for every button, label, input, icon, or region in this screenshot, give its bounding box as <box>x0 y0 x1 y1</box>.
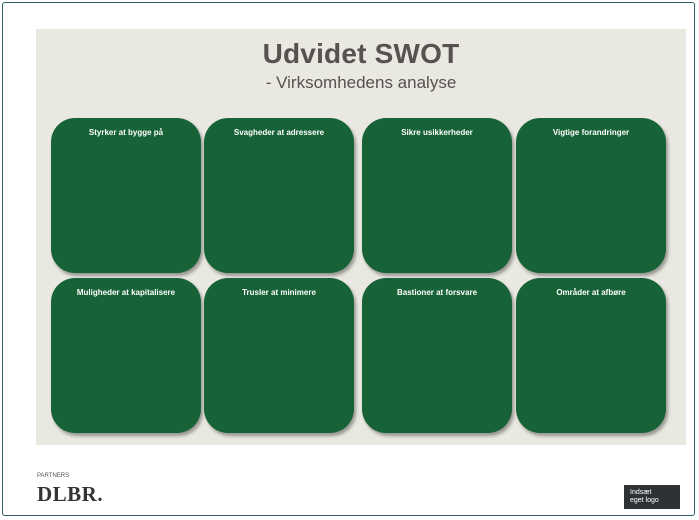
box-label: Sikre usikkerheder <box>401 128 473 137</box>
logo-placeholder-line2: eget logo <box>630 497 659 504</box>
swot-box-svagheder: Svagheder at adressere <box>204 118 354 273</box>
swot-box-muligheder: Muligheder at kapitalisere <box>51 278 201 433</box>
box-label: Områder at afbøre <box>556 288 626 297</box>
swot-box-styrker: Styrker at bygge på <box>51 118 201 273</box>
box-label: Svagheder at adressere <box>233 128 325 137</box>
swot-box-vigtige-forandringer: Vigtige forandringer <box>516 118 666 273</box>
dlbr-logo: DLBR. <box>37 482 104 506</box>
logo-placeholder: Indsæt eget logo <box>624 485 680 509</box>
slide-frame: Udvidet SWOT - Virksomhedens analyse Sty… <box>2 2 695 516</box>
box-label: Styrker at bygge på <box>88 128 164 137</box>
logo-placeholder-line1: Indsæt <box>630 489 652 496</box>
swot-box-sikre-usikkerheder: Sikre usikkerheder <box>362 118 512 273</box>
box-label: Bastioner at forsvare <box>396 288 478 297</box>
swot-box-omraader: Områder at afbøre <box>516 278 666 433</box>
box-label: Trusler at minimere <box>242 288 316 297</box>
box-label: Muligheder at kapitalisere <box>76 288 176 297</box>
slide-canvas: Udvidet SWOT - Virksomhedens analyse Sty… <box>36 29 686 445</box>
swot-box-bastioner: Bastioner at forsvare <box>362 278 512 433</box>
logo-caption: PARTNERS <box>37 473 70 479</box>
slide-subtitle: - Virksomhedens analyse <box>265 73 457 92</box>
box-label: Vigtige forandringer <box>552 128 630 137</box>
slide-title: Udvidet SWOT <box>262 38 460 69</box>
swot-box-trusler: Trusler at minimere <box>204 278 354 433</box>
